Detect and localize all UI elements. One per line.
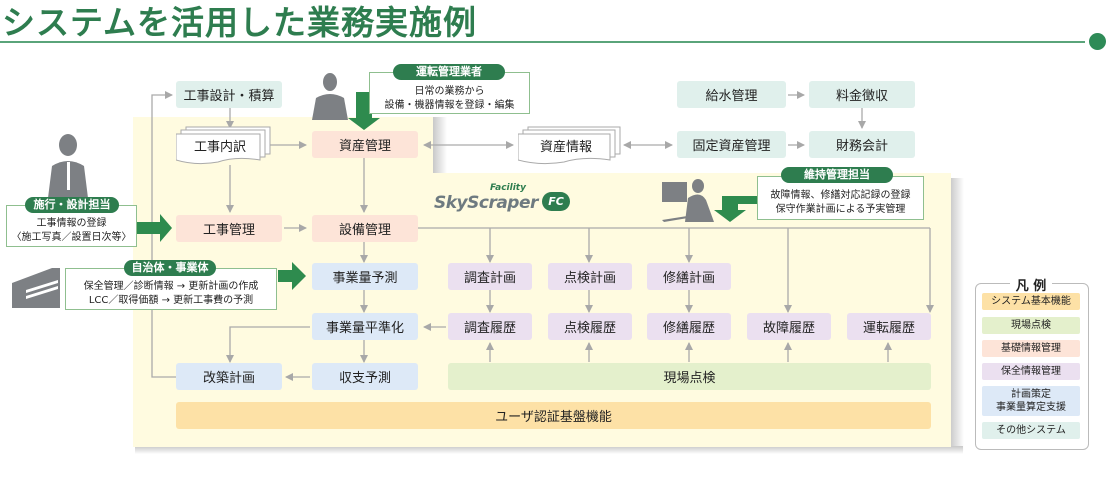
box-zaimu-kaikei[interactable]: 財務会計 xyxy=(809,131,915,158)
callout-line: 日常の業務から xyxy=(414,86,485,97)
doc-label: 資産情報 xyxy=(539,140,592,155)
doc-koji-uchiwake[interactable]: 工事内訳 xyxy=(176,126,272,166)
title-dot-icon xyxy=(1089,33,1106,50)
title-divider xyxy=(0,41,1085,43)
callout-line: LCC／取得価額 → 更新工事費の予測 xyxy=(88,295,254,306)
badge-municipality: 自治体・事業体 xyxy=(124,260,216,276)
badge-maintenance: 維持管理担当 xyxy=(781,167,893,183)
maintenance-worker-icon xyxy=(662,179,714,222)
logo-facility: Facility xyxy=(490,183,526,193)
green-arrow-municipality xyxy=(278,262,306,290)
box-chosa-keikaku[interactable]: 調査計画 xyxy=(448,263,532,290)
legend-item-field: 現場点検 xyxy=(982,317,1080,334)
callout-line: 故障情報、修繕対応記録の登録 xyxy=(770,190,911,201)
box-tenken-keikaku[interactable]: 点検計画 xyxy=(548,263,632,290)
panel-shadow xyxy=(135,446,963,454)
green-arrow-maintenance xyxy=(714,196,760,222)
callout-line: 工事情報の登録 xyxy=(36,218,107,229)
legend-plan-line2: 事業量算定支援 xyxy=(996,402,1066,413)
doc-label: 工事内訳 xyxy=(193,140,246,155)
callout-line: 設備・機器情報を登録・編集 xyxy=(384,100,515,111)
box-genba-tenken[interactable]: 現場点検 xyxy=(448,363,931,390)
document-stack-icon xyxy=(518,126,621,165)
box-ryokin-choshu[interactable]: 料金徴収 xyxy=(809,81,915,108)
doc-shisan-joho[interactable]: 資産情報 xyxy=(518,126,622,166)
document-stack-icon xyxy=(176,126,271,165)
box-koji-kanri[interactable]: 工事管理 xyxy=(176,215,282,242)
box-kosho-rireki[interactable]: 故障履歴 xyxy=(747,313,831,340)
legend-item-plan: 計画策定 事業量算定支援 xyxy=(982,386,1080,416)
legend-item-maint: 保全情報管理 xyxy=(982,363,1080,380)
box-chosa-rireki[interactable]: 調査履歴 xyxy=(448,313,532,340)
box-shisan-kanri[interactable]: 資産管理 xyxy=(312,131,418,158)
callout-maintenance: 故障情報、修繕対応記録の登録 保守作業計画による予実管理 xyxy=(757,176,924,220)
callout-line: 保全管理／診断情報 → 更新計画の作成 xyxy=(83,281,259,292)
green-arrow-operator xyxy=(348,92,412,130)
municipality-building-icon xyxy=(12,268,60,308)
legend-plan-line1: 計画策定 xyxy=(1011,389,1051,400)
legend-item-system: システム基本機能 xyxy=(982,293,1080,310)
badge-operator: 運転管理業者 xyxy=(393,64,505,80)
box-kotei-shisan[interactable]: 固定資産管理 xyxy=(677,131,786,158)
box-kyusui-kanri[interactable]: 給水管理 xyxy=(677,81,786,108)
callout-construction: 工事情報の登録 〈施工写真／設置日次等〉 xyxy=(6,205,137,247)
box-tenken-rireki[interactable]: 点検履歴 xyxy=(548,313,632,340)
badge-construction: 施行・設計担当 xyxy=(25,197,119,213)
box-unten-rireki[interactable]: 運転履歴 xyxy=(847,313,931,340)
callout-line: 保守作業計画による予実管理 xyxy=(775,204,906,215)
box-kaichiku-keikaku[interactable]: 改築計画 xyxy=(176,363,282,390)
box-user-auth[interactable]: ユーザ認証基盤機能 xyxy=(176,402,931,429)
box-jigyoryo-heijunka[interactable]: 事業量平準化 xyxy=(312,313,418,340)
legend-title: 凡 例 xyxy=(983,275,1079,294)
green-arrow-construction xyxy=(137,214,172,242)
box-koji-sekkei[interactable]: 工事設計・積算 xyxy=(176,81,282,108)
panel-shadow xyxy=(950,178,964,451)
legend-item-other: その他システム xyxy=(982,422,1080,439)
box-shushi-yosoku[interactable]: 収支予測 xyxy=(312,363,418,390)
legend-title-text: 凡 例 xyxy=(1009,279,1053,294)
logo-name: SkyScraper xyxy=(434,193,538,213)
box-shuzen-keikaku[interactable]: 修繕計画 xyxy=(647,263,731,290)
operator-person-icon xyxy=(312,73,348,120)
box-shuzen-rireki[interactable]: 修繕履歴 xyxy=(647,313,731,340)
legend-item-base: 基礎情報管理 xyxy=(982,340,1080,357)
box-setsubi-kanri[interactable]: 設備管理 xyxy=(312,215,418,242)
logo-badge: FC xyxy=(542,192,570,211)
construction-person-icon xyxy=(48,134,88,198)
callout-line: 〈施工写真／設置日次等〉 xyxy=(11,232,132,243)
box-jigyoryo-yosoku[interactable]: 事業量予測 xyxy=(312,263,418,290)
callout-operator: 日常の業務から 設備・機器情報を登録・編集 xyxy=(369,72,530,114)
page-title: システムを活用した業務実施例 xyxy=(2,3,478,42)
